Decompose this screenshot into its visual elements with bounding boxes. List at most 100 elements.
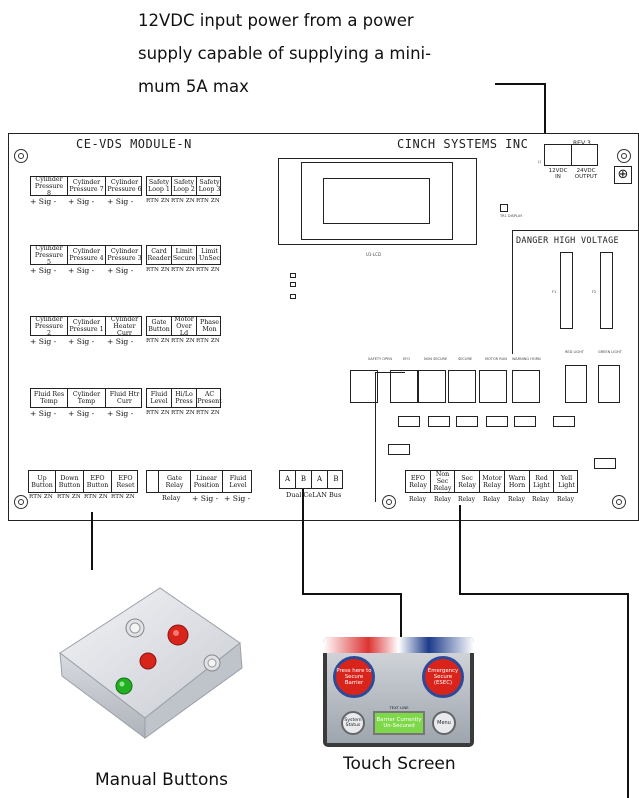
relay-word-5: Relay — [508, 496, 525, 503]
system-status-button[interactable]: System Status — [341, 711, 365, 735]
sig-row-2c: + Sig - — [107, 266, 134, 275]
cell-lan-a1: A — [280, 471, 296, 488]
lan-terminal-block: A B A B — [279, 470, 343, 489]
text-line-label: TEXT LINE — [389, 705, 409, 710]
side-block-3: Gate Button Motor Over Ld Phase Mon — [146, 316, 221, 337]
relay-word-7: Relay — [557, 496, 574, 503]
rtn-row-1a: RTN ZN — [146, 198, 170, 204]
cell-efo-button: EFO Button — [84, 471, 112, 492]
fuse-1 — [560, 252, 573, 329]
relay-warning-horn — [512, 370, 540, 403]
cell-fluid-level-2: Fluid Level — [229, 474, 247, 489]
relay-label-green-light: GREEN LIGHT — [598, 350, 622, 354]
cell-card-reader: Card Reader — [147, 246, 172, 264]
sig-row-1b: + Sig - — [68, 197, 95, 206]
relay-safety-open — [350, 370, 378, 403]
relay-label-motor-run: MOTOR RUN — [485, 357, 507, 361]
flag-banner — [323, 637, 474, 653]
button-terminal-block: Up Button Down Button EFO Button EFO Res… — [28, 470, 138, 493]
cell-non-sec-relay: Non Sec Relay — [431, 471, 455, 492]
terminal-block-4: Fluid Res Temp Cylinder Temp Fluid Htr C… — [30, 388, 142, 408]
gate-terminal-block: Gate Relay Linear Position Fluid Level — [146, 470, 252, 493]
display-connector-label: TR1 DISPLAY — [500, 214, 523, 218]
barrier-status-display: Barrier Currently Un-Secured — [373, 711, 425, 735]
relay-efo — [390, 370, 418, 403]
power-note: 12VDC input power from a power supply ca… — [138, 4, 518, 103]
lcd-label: U1-LCD — [366, 252, 382, 257]
maker-name: CINCH SYSTEMS INC — [397, 137, 529, 151]
led-1 — [290, 273, 296, 278]
cell-gate-relay: Gate Relay — [159, 471, 191, 492]
relay-motor-run — [479, 370, 507, 403]
rtn-bottom-c: RTN ZN — [84, 494, 108, 500]
power-note-line-3: mum 5A max — [138, 77, 249, 96]
cell-motor-over-ld: Motor Over Ld — [172, 316, 197, 337]
cell-hi-lo-press: Hi/Lo Press — [172, 389, 197, 407]
fuse-2 — [600, 252, 613, 329]
board-trace-1 — [375, 372, 376, 502]
sig-row-4c: + Sig - — [107, 409, 134, 418]
relay-word-4: Relay — [483, 496, 500, 503]
cell-cylinder-temp: Cylinder Temp — [68, 389, 106, 407]
cell-cyl-pressure-7: Cylinder Pressure 7 — [68, 177, 106, 195]
relay-terminal-block: EFO Relay Non Sec Relay Sec Relay Motor … — [405, 470, 578, 493]
mount-hole-bottom-right — [612, 495, 626, 509]
sig-linear: + Sig - — [192, 494, 219, 503]
sig-fluid: + Sig - — [224, 494, 251, 503]
power-callout-horizontal — [495, 83, 546, 85]
relay-secure — [448, 370, 476, 403]
relay-aux-2 — [428, 416, 450, 427]
rtn-bottom-d: RTN ZN — [111, 494, 135, 500]
rtn-row-3c: RTN ZN — [196, 338, 220, 344]
relay-aux-5 — [514, 416, 536, 427]
relay-aux-6 — [553, 416, 575, 427]
power-in-label: 12VDC IN — [548, 168, 568, 180]
side-block-1: Safety Loop 1 Safety Loop 2 Safety Loop … — [146, 176, 221, 196]
esec-button[interactable]: Emergency Secure (ESEC) — [422, 656, 464, 698]
sig-row-3c: + Sig - — [107, 337, 134, 346]
lan-label: Dual CeLAN Bus — [286, 491, 342, 499]
rev-label: REV 3 — [573, 140, 591, 147]
terminal-block-1: Cylinder Pressure 8 Cylinder Pressure 7 … — [30, 176, 142, 197]
relay-label-red-light: RED LIGHT — [565, 350, 584, 354]
j-in-label: J1 — [538, 160, 542, 164]
power-callout-vertical — [544, 83, 546, 156]
cell-cyl-pressure-5: Cylinder Pressure 5 — [31, 245, 68, 266]
sig-row-2a: + Sig - — [30, 266, 57, 275]
manual-link-vertical — [91, 512, 93, 570]
mount-hole-bottom-left — [14, 495, 28, 509]
relay-red-light — [565, 365, 587, 403]
relay-label-efo: EFO — [403, 357, 410, 361]
cell-fluid-level: Fluid Level — [147, 389, 172, 407]
power-terminal — [544, 144, 598, 166]
rtn-row-3a: RTN ZN — [146, 338, 170, 344]
danger-divider-h — [512, 230, 639, 231]
manual-button-box — [59, 587, 243, 739]
rtn-row-1b: RTN ZN — [171, 198, 195, 204]
cell-cyl-pressure-6: Cylinder Pressure 6 — [107, 179, 142, 193]
cell-yell-light: Yell Light — [558, 474, 575, 489]
rtn-bottom-a: RTN ZN — [29, 494, 53, 500]
led-3 — [290, 294, 296, 299]
cell-gate-button: Gate Button — [147, 317, 172, 335]
display-connector — [500, 204, 508, 212]
power-note-line-1: 12VDC input power from a power — [138, 11, 414, 30]
fuse-1-label: F1 — [552, 290, 557, 294]
sig-row-3b: + Sig - — [68, 337, 95, 346]
cell-safety-loop-1: Safety Loop 1 — [147, 177, 172, 195]
sig-row-3a: + Sig - — [30, 337, 57, 346]
cell-fluid-htr-curr: Fluid Htr Curr — [109, 391, 140, 405]
manual-buttons-caption: Manual Buttons — [95, 770, 228, 790]
rtn-row-2a: RTN ZN — [146, 267, 170, 273]
cell-limit-secure: Limit Secure — [172, 246, 197, 264]
lcd-window — [301, 162, 453, 240]
menu-button[interactable]: Menu — [432, 711, 456, 735]
touch-link-vertical-bottom — [400, 593, 402, 639]
touch-screen-caption: Touch Screen — [343, 754, 456, 774]
touch-link-vertical-top — [302, 489, 304, 594]
secure-barrier-button[interactable]: Press here to Secure Barrier — [333, 656, 375, 698]
power-out-label: 24VDC OUTPUT — [574, 168, 598, 180]
rtn-row-2c: RTN ZN — [196, 267, 220, 273]
relay-aux-4 — [486, 416, 508, 427]
rtn-row-2b: RTN ZN — [171, 267, 195, 273]
